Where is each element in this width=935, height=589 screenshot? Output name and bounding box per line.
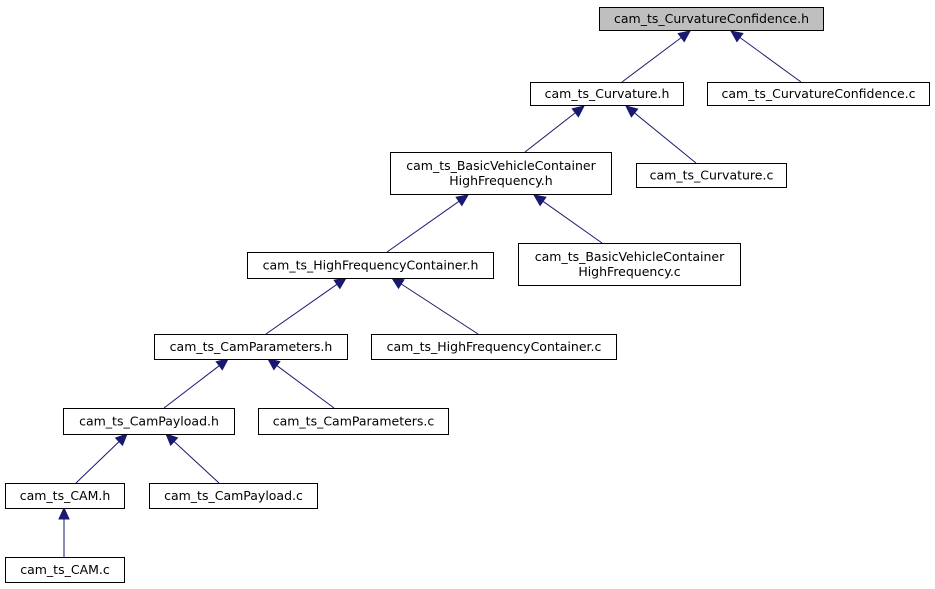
edge-arrowhead (114, 433, 128, 447)
edge-arrowhead (625, 105, 639, 118)
node-hfc-h[interactable]: cam_ts_HighFrequencyContainer.h (247, 252, 494, 279)
edge-line (276, 365, 335, 409)
edge-cam_h-to-campayload_h (75, 433, 128, 484)
node-label: cam_ts_CamParameters.h (170, 339, 333, 354)
edge-line (634, 112, 697, 164)
node-box (63, 408, 235, 435)
node-label: cam_ts_CAM.c (20, 562, 110, 577)
node-label: cam_ts_CamPayload.h (79, 414, 219, 429)
edge-line (400, 283, 479, 335)
node-box (154, 334, 348, 360)
edge-arrowhead (58, 506, 70, 520)
node-label: HighFrequency.h (449, 173, 552, 188)
edge-bvchf_c-to-bvchf_h (533, 194, 603, 244)
edge-campayload_h-to-camparams_h (163, 358, 229, 409)
nodes-layer: cam_ts_CurvatureConfidence.h cam_ts_Curva… (5, 7, 930, 583)
node-campayload-h[interactable]: cam_ts_CamPayload.h (63, 408, 235, 435)
node-label: cam_ts_CurvatureConfidence.h (614, 11, 809, 26)
edge-curvconf_c-to-curvconf_h (730, 30, 802, 83)
edge-line (265, 283, 338, 335)
node-label: HighFrequency.c (578, 264, 680, 279)
node-camparams-h[interactable]: cam_ts_CamParameters.h (154, 334, 348, 360)
node-campayload-c[interactable]: cam_ts_CamPayload.c (149, 483, 318, 509)
node-curvconf-c[interactable]: cam_ts_CurvatureConfidence.c (707, 82, 930, 106)
node-label: cam_ts_CamPayload.c (164, 488, 303, 503)
edge-arrowhead (333, 277, 347, 290)
node-curvconf-h[interactable]: cam_ts_CurvatureConfidence.h (599, 7, 824, 31)
node-bvchf-c[interactable]: cam_ts_BasicVehicleContainerHighFrequenc… (518, 243, 741, 286)
node-hfc-c[interactable]: cam_ts_HighFrequencyContainer.c (371, 334, 617, 360)
edge-line (542, 200, 603, 244)
node-box (5, 483, 125, 509)
edge-campayload_c-to-campayload_h (165, 433, 220, 484)
edge-hfc_c-to-hfc_h (390, 277, 479, 335)
node-label: cam_ts_CurvatureConfidence.c (722, 86, 916, 101)
edge-arrowhead (267, 358, 281, 371)
node-box (707, 82, 930, 106)
node-label: cam_ts_Curvature.h (545, 86, 670, 101)
node-box (371, 334, 617, 360)
node-box (518, 243, 741, 286)
edge-line (621, 37, 682, 83)
edge-arrowhead (215, 358, 229, 371)
edge-line (75, 441, 120, 484)
node-curvature-h[interactable]: cam_ts_Curvature.h (530, 82, 684, 106)
edge-line (739, 37, 802, 83)
node-curvature-c[interactable]: cam_ts_Curvature.c (636, 163, 787, 188)
edge-curvature_c-to-curvature_h (625, 105, 697, 164)
edge-line (386, 200, 460, 253)
edge-arrowhead (165, 433, 179, 447)
node-bvchf-h[interactable]: cam_ts_BasicVehicleContainerHighFrequenc… (390, 152, 612, 195)
edge-line (524, 112, 576, 153)
node-cam-c[interactable]: cam_ts_CAM.c (5, 557, 125, 583)
edge-arrowhead (571, 105, 585, 118)
node-box (530, 82, 684, 106)
node-label: cam_ts_Curvature.c (650, 168, 774, 183)
edge-line (173, 441, 220, 484)
node-label: cam_ts_HighFrequencyContainer.h (263, 258, 479, 273)
node-camparams-c[interactable]: cam_ts_CamParameters.c (258, 408, 449, 435)
edge-line (163, 365, 220, 409)
node-box (5, 557, 125, 583)
edge-camparams_c-to-camparams_h (267, 358, 335, 409)
node-label: cam_ts_CamParameters.c (273, 414, 435, 429)
node-box (599, 7, 824, 31)
edge-arrowhead (730, 30, 744, 43)
node-label: cam_ts_HighFrequencyContainer.c (387, 339, 602, 354)
edge-arrowhead (390, 277, 405, 290)
edge-arrowhead (455, 194, 469, 207)
edge-hfc_h-to-bvchf_h (386, 194, 469, 253)
edges-layer (58, 30, 802, 557)
node-box (636, 163, 787, 188)
node-box (247, 252, 494, 279)
node-box (149, 483, 318, 509)
node-cam-h[interactable]: cam_ts_CAM.h (5, 483, 125, 509)
edge-arrowhead (533, 194, 547, 207)
edge-arrowhead (677, 30, 691, 43)
node-box (258, 408, 449, 435)
edge-camparams_h-to-hfc_h (265, 277, 347, 335)
node-label: cam_ts_BasicVehicleContainer (535, 249, 725, 264)
node-label: cam_ts_BasicVehicleContainer (406, 158, 596, 173)
edge-bvchf_h-to-curvature_h (524, 105, 585, 153)
node-label: cam_ts_CAM.h (20, 488, 111, 503)
edge-curvature_h-to-curvconf_h (621, 30, 691, 83)
edge-cam_c-to-cam_h (58, 506, 70, 557)
node-box (390, 152, 612, 195)
